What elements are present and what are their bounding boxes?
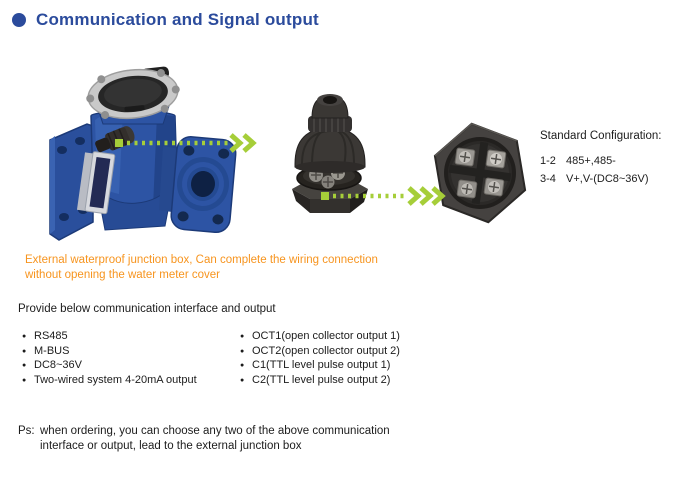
list-item-label: C2(TTL level pulse output 2) <box>252 373 391 386</box>
standard-configuration: Standard Configuration: 1-2 485+,485- 3-… <box>540 130 661 188</box>
bullet-icon <box>22 330 34 345</box>
list-item-label: RS485 <box>34 330 68 342</box>
standard-configuration-heading: Standard Configuration: <box>540 130 662 142</box>
bullet-icon <box>240 330 252 345</box>
list-item: C2(TTL level pulse output 2) <box>240 374 400 389</box>
terminal-connector-image <box>433 122 527 224</box>
config-desc: V+,V-(DC8~36V) <box>566 173 649 185</box>
highlight-note: External waterproof junction box, Can co… <box>25 254 378 281</box>
gland-dome-cap <box>294 127 366 173</box>
bullet-icon <box>240 359 252 374</box>
config-pins: 3-4 <box>540 173 556 185</box>
list-item-label: OCT2(open collector output 2) <box>252 344 400 357</box>
list-item-label: Two-wired system 4-20mA output <box>34 373 197 386</box>
list-item: C1(TTL level pulse output 1) <box>240 359 400 374</box>
interface-heading: Provide below communication interface an… <box>18 303 276 315</box>
bullet-icon <box>22 359 34 374</box>
meter-register-plate <box>76 151 116 215</box>
list-item: M-BUS <box>22 345 197 360</box>
ps-label: Ps: <box>18 425 35 437</box>
list-item-label: C1(TTL level pulse output 1) <box>252 359 391 371</box>
flow-arrow-icon <box>321 186 446 206</box>
list-item-label: M-BUS <box>34 344 70 357</box>
bullet-circle-icon <box>12 13 26 27</box>
gland-nozzle <box>308 94 352 132</box>
ps-text: when ordering, you can choose any two of… <box>40 425 390 452</box>
page-title: Communication and Signal output <box>36 10 319 29</box>
bullet-icon <box>22 345 34 360</box>
list-item: OCT1(open collector output 1) <box>240 330 400 345</box>
list-item: OCT2(open collector output 2) <box>240 345 400 360</box>
bullet-icon <box>240 374 252 389</box>
bullet-icon <box>22 374 34 389</box>
config-line: 1-2 485+,485- <box>540 152 661 170</box>
config-desc: 485+,485- <box>566 155 616 167</box>
list-item: Two-wired system 4-20mA output <box>22 374 197 389</box>
water-meter-image <box>49 66 237 241</box>
meter-cable-gland <box>95 126 135 153</box>
flow-arrow-icon <box>115 133 257 153</box>
meter-top-lid <box>86 66 180 125</box>
list-item-label: OCT1(open collector output 1) <box>252 330 400 342</box>
config-line: 3-4 V+,V-(DC8~36V) <box>540 170 661 188</box>
connector-screw-terminals <box>454 147 507 199</box>
meter-right-flange <box>159 136 237 234</box>
connector-terminal-well <box>444 137 516 209</box>
bullet-icon <box>240 345 252 360</box>
list-item: RS485 <box>22 330 197 345</box>
list-item: DC8~36V <box>22 359 197 374</box>
interface-list-right: OCT1(open collector output 1) OCT2(open … <box>240 330 400 388</box>
config-pins: 1-2 <box>540 155 556 167</box>
page-title-row: Communication and Signal output <box>12 10 319 30</box>
interface-list-left: RS485 M-BUS DC8~36V Two-wired system 4-2… <box>22 330 197 388</box>
ps-note: Ps: when ordering, you can choose any tw… <box>18 424 412 454</box>
list-item-label: DC8~36V <box>34 359 83 371</box>
